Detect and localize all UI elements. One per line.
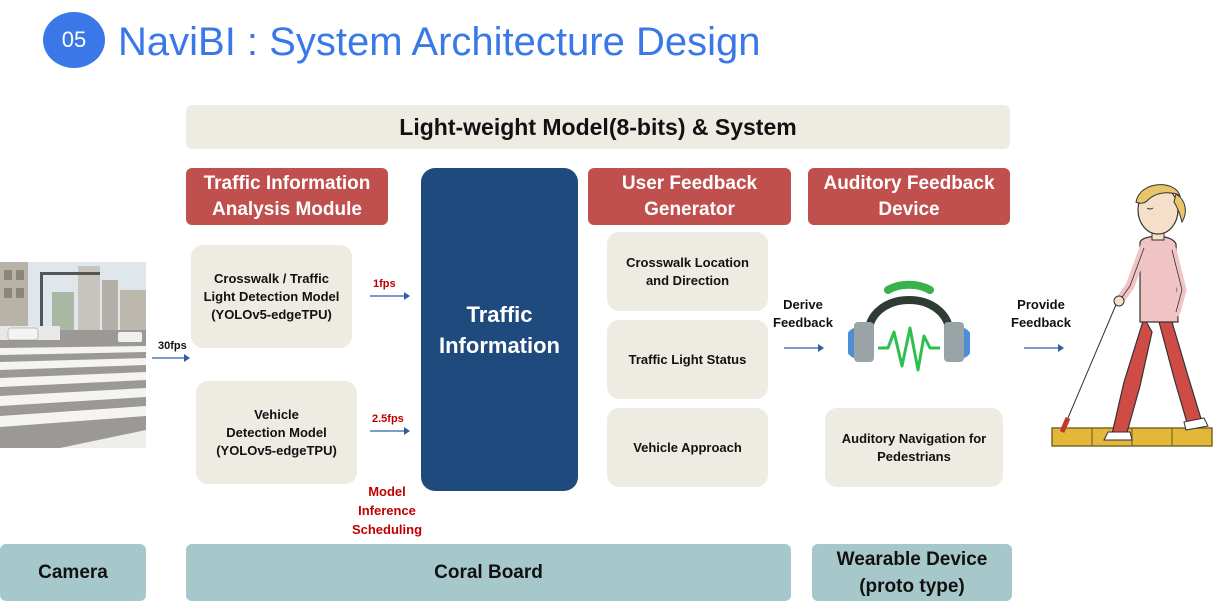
auditory-device-line-2: Device [878,198,940,220]
crosswalk-location-card: Crosswalk Location and Direction [607,232,768,311]
user-feedback-generator-header: User Feedback Generator [588,168,791,225]
crosswalk-location-line-1: Crosswalk Location [626,254,749,270]
vehicle-detection-model-card: Vehicle Detection Model (YOLOv5-edgeTPU) [196,381,357,484]
vehicle-model-line-1: Vehicle [254,406,299,422]
traffic-information-block: Traffic Information [421,168,578,491]
headphones-icon [845,270,973,382]
camera-bar: Camera [0,544,146,601]
auditory-device-line-1: Auditory Feedback [823,172,995,194]
traffic-information-line-2: Information [439,332,560,358]
page-title: NaviBI : System Architecture Design [118,20,761,64]
vehicle-approach-card: Vehicle Approach [607,408,768,487]
camera-to-models-arrow [152,354,190,362]
street-crosswalk-photo [0,262,146,448]
section-number: 05 [61,27,87,52]
wearable-line-2: (proto type) [859,575,965,597]
model-inference-scheduling-label: Model Inference Scheduling [344,482,430,539]
crosswalk-model-line-1: Crosswalk / Traffic [214,270,329,286]
traffic-light-status-card: Traffic Light Status [607,320,768,399]
vehicle-approach-label: Vehicle Approach [633,439,742,455]
feedback-generator-line-2: Generator [644,198,735,220]
wearable-device-bar: Wearable Device (proto type) [812,544,1012,601]
section-number-badge: 05 [43,12,105,68]
crosswalk-model-line-3: (YOLOv5-edgeTPU) [211,306,332,322]
provide-feedback-arrow [1024,344,1064,352]
vehicle-model-line-2: Detection Model [226,424,327,440]
derive-line-1: Derive [783,297,823,312]
vehicle-model-rate: 2.5fps [372,413,404,425]
camera-frame-rate: 30fps [158,340,187,352]
traffic-analysis-module-header: Traffic Information Analysis Module [186,168,388,225]
provide-line-1: Provide [1017,297,1065,312]
scheduling-line-1: Model [368,484,406,499]
crosswalk-to-traffic-arrow [370,292,410,300]
derive-line-2: Feedback [773,315,833,330]
traffic-analysis-line-2: Analysis Module [212,198,362,220]
wearable-line-1: Wearable Device [836,548,988,570]
provide-line-2: Feedback [1011,315,1071,330]
pedestrian-with-cane-illustration [1048,182,1218,452]
auditory-nav-line-2: Pedestrians [877,448,951,464]
auditory-nav-line-1: Auditory Navigation for [841,430,987,446]
system-banner: Light-weight Model(8-bits) & System [186,105,1010,149]
scheduling-line-2: Inference [358,503,416,518]
auditory-navigation-card: Auditory Navigation for Pedestrians [825,408,1003,487]
feedback-generator-line-1: User Feedback [621,172,758,194]
vehicle-model-line-3: (YOLOv5-edgeTPU) [216,442,337,458]
derive-feedback-arrow [784,344,824,352]
crosswalk-model-rate: 1fps [373,278,396,290]
traffic-analysis-line-1: Traffic Information [203,172,371,194]
crosswalk-location-line-2: and Direction [645,272,730,288]
vehicle-to-traffic-arrow [370,427,410,435]
scheduling-line-3: Scheduling [351,522,423,537]
auditory-feedback-device-header: Auditory Feedback Device [808,168,1010,225]
crosswalk-model-line-2: Light Detection Model [203,288,340,304]
derive-feedback-label: Derive Feedback [766,296,840,332]
traffic-information-line-1: Traffic [466,301,533,327]
traffic-light-status-label: Traffic Light Status [628,351,747,367]
coral-board-bar: Coral Board [186,544,791,601]
provide-feedback-label: Provide Feedback [1004,296,1078,332]
crosswalk-light-detection-model-card: Crosswalk / Traffic Light Detection Mode… [191,245,352,348]
